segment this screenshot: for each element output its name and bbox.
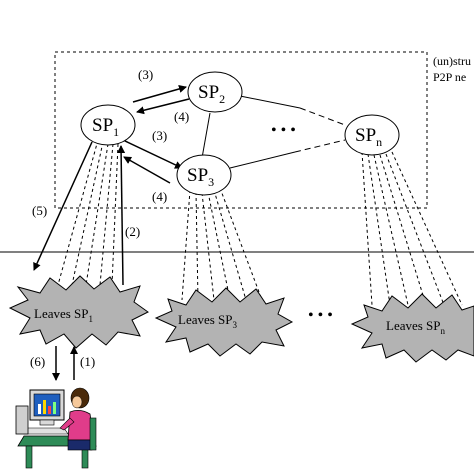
arrow-query-sp1-sp3	[122, 139, 183, 169]
leaves-spn-burst: Leaves SPn	[350, 293, 474, 363]
sp1-leaf-links	[57, 139, 119, 286]
edge-label-2: (2)	[125, 224, 140, 239]
region-label-line2: P2P ne	[433, 70, 466, 84]
leaves-ellipsis: • • •	[308, 307, 333, 324]
super-peer-spn: SPn	[344, 114, 400, 156]
edge-label-5: (5)	[32, 203, 47, 218]
svg-text:SPn: SPn	[355, 125, 382, 149]
sp3-leaf-links	[181, 187, 263, 301]
p2p-network-region	[54, 51, 428, 209]
svg-text:SP1: SP1	[92, 115, 119, 139]
overlay-links	[201, 95, 346, 169]
region-label-line1: (un)stru	[433, 54, 471, 68]
edge-label-1: (1)	[80, 354, 95, 369]
svg-text:SP2: SP2	[198, 82, 225, 106]
leaves-sp3-burst: Leaves SP3	[154, 287, 294, 357]
arrow-5-sp1-to-leaves	[33, 141, 93, 271]
network-ellipsis: • • •	[271, 122, 296, 139]
svg-text:Leaves SPn: Leaves SPn	[386, 318, 446, 336]
arrow-response-sp2-sp1	[136, 98, 190, 115]
super-peer-sp1: SP1	[80, 104, 136, 146]
spn-leaf-links	[361, 151, 463, 306]
edge-label-6: (6)	[30, 354, 45, 369]
arrow-query-sp1-sp2	[132, 85, 187, 103]
user-at-computer-icon	[15, 387, 97, 469]
svg-text:Leaves SP1: Leaves SP1	[34, 306, 93, 324]
super-peer-sp3: SP3	[176, 154, 232, 196]
edge-label-4-mid: (4)	[152, 189, 167, 204]
arrow-2-leaves-to-sp1	[117, 145, 126, 286]
leaves-sp1-burst: Leaves SP1	[8, 275, 149, 349]
edge-label-4-top: (4)	[174, 109, 189, 124]
svg-text:Leaves SP3: Leaves SP3	[178, 312, 238, 330]
svg-text:SP3: SP3	[187, 165, 214, 189]
edge-label-3-top: (3)	[138, 67, 153, 82]
message-arrows	[122, 85, 190, 184]
super-peer-sp2: SP2	[187, 71, 243, 113]
arrow-response-sp3-sp1	[123, 156, 171, 184]
edge-label-3-mid: (3)	[152, 128, 167, 143]
